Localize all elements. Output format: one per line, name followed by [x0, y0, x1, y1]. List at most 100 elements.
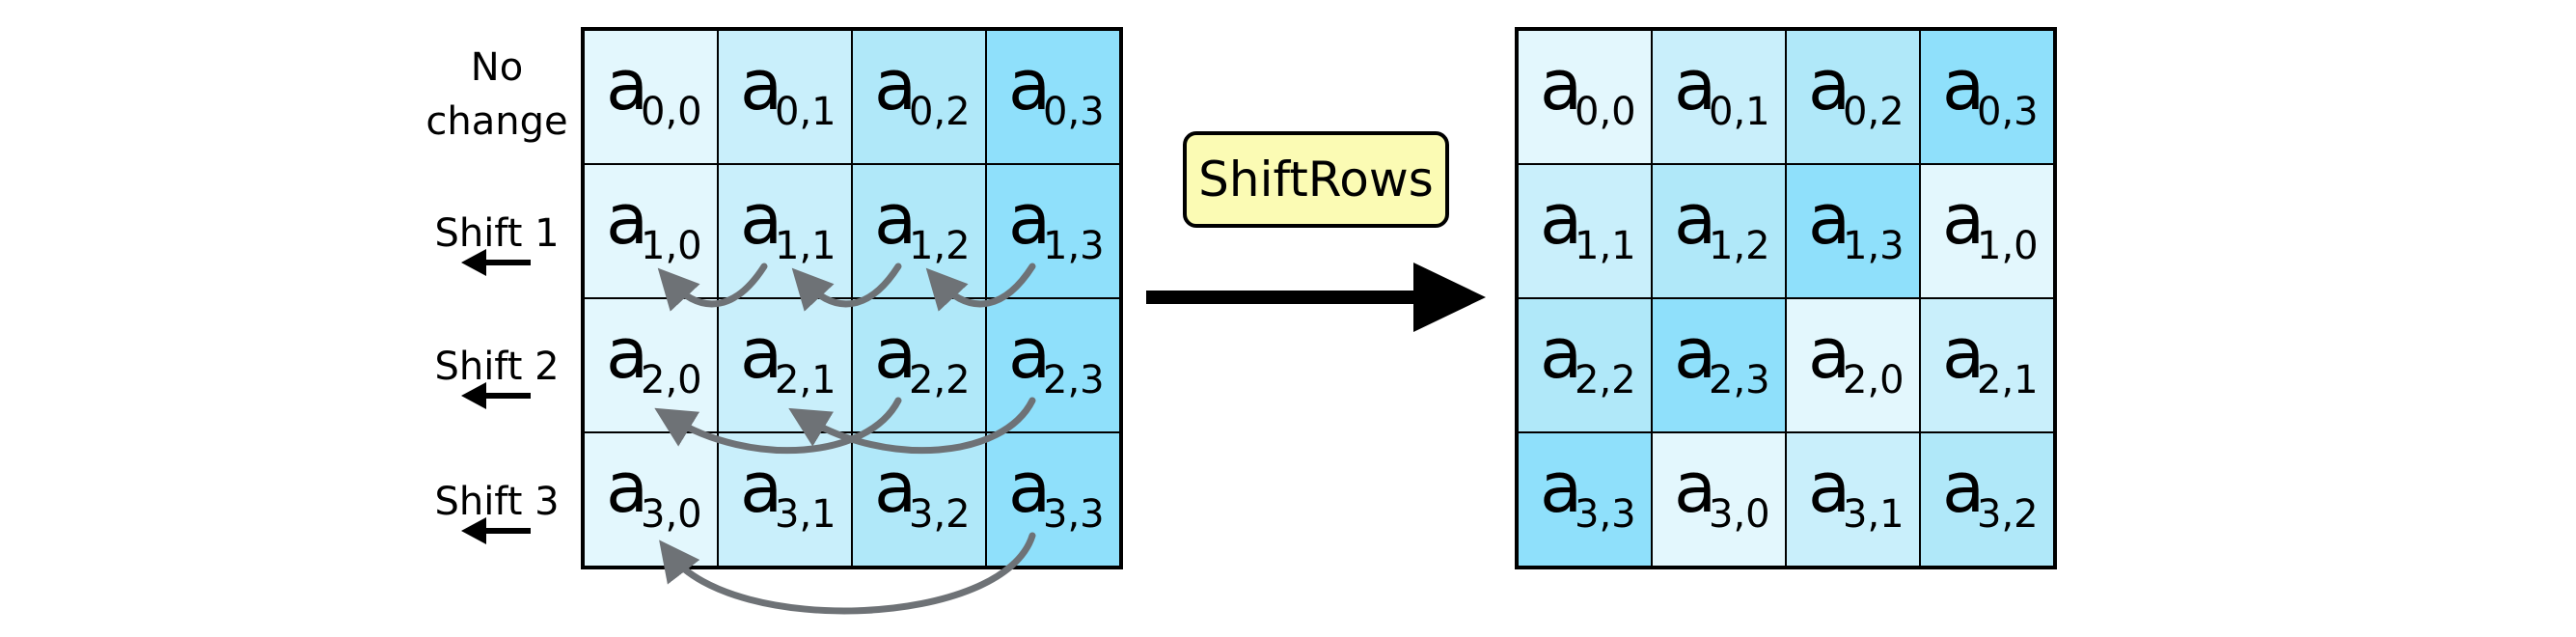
cell-base-letter: a: [1540, 44, 1583, 125]
cell-base-letter: a: [1808, 179, 1851, 260]
cell-subscript: 3,1: [1843, 492, 1905, 537]
cell-base-letter: a: [1008, 313, 1052, 394]
shiftrows-label-box: ShiftRows: [1183, 131, 1449, 228]
cell-base-letter: a: [874, 447, 918, 528]
cell-subscript: 0,2: [1843, 90, 1905, 134]
cell-base-letter: a: [1008, 179, 1052, 260]
cell-subscript: 0,3: [1043, 90, 1105, 134]
cell-base-letter: a: [740, 179, 783, 260]
cell-base-letter: a: [740, 447, 783, 528]
cell-subscript: 2,3: [1709, 358, 1770, 402]
cell-subscript: 1,3: [1043, 224, 1105, 268]
row-label-2: Shift 2: [434, 345, 560, 389]
cell-subscript: 1,1: [1575, 224, 1636, 268]
cell-base-letter: a: [1008, 44, 1052, 125]
cell-base-letter: a: [1540, 179, 1583, 260]
cell-base-letter: a: [740, 313, 783, 394]
cell-base-letter: a: [1808, 44, 1851, 125]
cell-base-letter: a: [606, 447, 649, 528]
cell-base-letter: a: [740, 44, 783, 125]
cell-base-letter: a: [1808, 313, 1851, 394]
cell-base-letter: a: [1540, 447, 1583, 528]
left-arrow-icon: [461, 382, 531, 409]
cell-subscript: 2,0: [1843, 358, 1905, 402]
cell-subscript: 3,2: [1977, 492, 2039, 537]
cell-subscript: 1,2: [909, 224, 971, 268]
left-arrow-icon: [461, 249, 531, 276]
left-arrow-icon: [461, 517, 531, 544]
cell-base-letter: a: [1942, 313, 1986, 394]
cell-base-letter: a: [1942, 44, 1986, 125]
cell-subscript: 2,3: [1043, 358, 1105, 402]
cell-subscript: 0,1: [775, 90, 836, 134]
row-label-1: Shift 1: [434, 211, 560, 256]
cell-subscript: 1,0: [1977, 224, 2039, 268]
curved-arrow-icon: [659, 532, 1036, 615]
cell-base-letter: a: [1674, 44, 1717, 125]
cell-base-letter: a: [1674, 447, 1717, 528]
cell-subscript: 0,2: [909, 90, 971, 134]
cell-subscript: 0,1: [1709, 90, 1770, 134]
cell-base-letter: a: [606, 179, 649, 260]
row-label-3: Shift 3: [434, 480, 560, 524]
cell-subscript: 3,3: [1043, 492, 1105, 537]
cell-subscript: 1,2: [1709, 224, 1770, 268]
cell-subscript: 1,1: [775, 224, 836, 268]
cell-base-letter: a: [874, 179, 918, 260]
curved-arrow-icon: [654, 397, 1036, 455]
right-arrow-icon: [1146, 263, 1486, 332]
cell-subscript: 3,0: [1709, 492, 1770, 537]
cell-base-letter: a: [1540, 313, 1583, 394]
curved-arrow-icon: [657, 263, 1036, 312]
cell-subscript: 2,2: [909, 358, 971, 402]
cell-subscript: 3,3: [1575, 492, 1636, 537]
cell-subscript: 0,3: [1977, 90, 2039, 134]
cell-subscript: 2,1: [775, 358, 836, 402]
cell-base-letter: a: [606, 313, 649, 394]
row-label-0: No change: [400, 41, 593, 149]
cell-subscript: 0,0: [1575, 90, 1636, 134]
cell-subscript: 3,1: [775, 492, 836, 537]
cell-subscript: 2,0: [641, 358, 702, 402]
cell-subscript: 2,1: [1977, 358, 2039, 402]
cell-subscript: 1,3: [1843, 224, 1905, 268]
cell-base-letter: a: [1942, 179, 1986, 260]
cell-base-letter: a: [1008, 447, 1052, 528]
cell-base-letter: a: [874, 44, 918, 125]
cell-subscript: 3,0: [641, 492, 702, 537]
cell-base-letter: a: [1808, 447, 1851, 528]
cell-base-letter: a: [874, 313, 918, 394]
row-label-0-line1: No: [470, 45, 524, 90]
cell-base-letter: a: [1942, 447, 1986, 528]
